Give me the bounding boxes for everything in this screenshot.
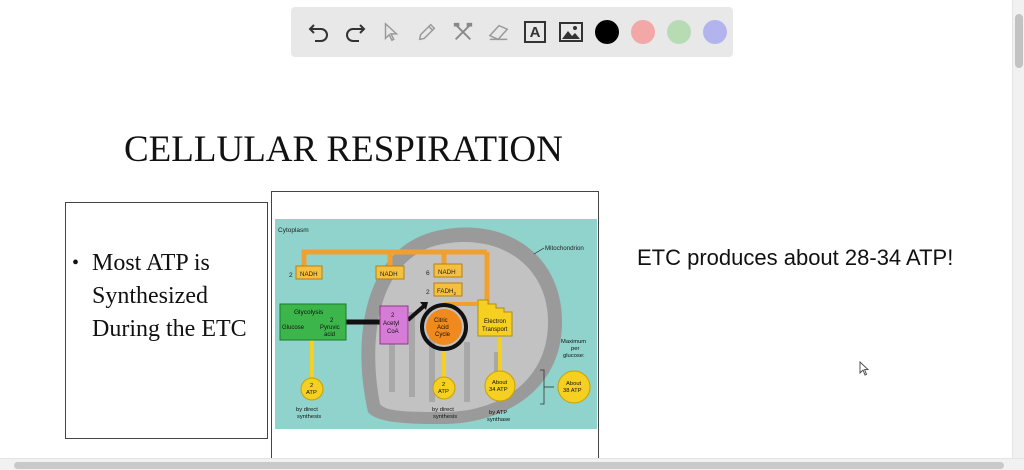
citric-acid-cycle: [426, 309, 462, 345]
select-pointer-icon: [384, 22, 399, 42]
redo-icon: [346, 24, 366, 42]
glycolysis-label: Glycolysis: [294, 309, 324, 316]
tools-button[interactable]: [445, 14, 481, 50]
about38-label-2: 38 ATP: [563, 388, 582, 394]
direct-synthesis-1a: by direct: [296, 407, 318, 413]
bullet-dot: •: [72, 252, 80, 274]
drawing-toolbar: A: [291, 7, 733, 57]
fadh-count: 2: [426, 289, 430, 296]
tools-icon: [453, 22, 473, 40]
image-button[interactable]: [553, 14, 589, 50]
atp-synthase-a: by ATP: [489, 410, 507, 416]
electron-carrier-path: [301, 249, 490, 310]
direct-synthesis-1b: synthesis: [297, 414, 321, 420]
eraser-icon: [488, 24, 509, 41]
citric-label-3: Cycle: [435, 332, 451, 338]
bullet-line-3: During the ETC: [92, 316, 247, 342]
nadh-box-2: [375, 265, 405, 280]
max-label-1: Maximum: [561, 339, 586, 345]
mitochondrion-pointer: [533, 247, 545, 255]
acetyl-label-1: Acetyl: [383, 321, 399, 327]
nadh-count-3: 6: [426, 270, 430, 277]
vertical-scrollbar[interactable]: [1012, 0, 1024, 458]
pyruvic-label-1: Pyruvic: [320, 325, 340, 331]
horizontal-scrollbar[interactable]: [0, 458, 1024, 470]
pyruvic-label-2: acid: [324, 332, 335, 338]
acetyl-count: 2: [391, 313, 395, 319]
nadh-box-3: [433, 263, 463, 278]
atp-burst-1: [300, 377, 324, 401]
atp-burst-2: [432, 376, 456, 400]
atp2-label: ATP: [438, 389, 449, 395]
undo-icon: [308, 24, 328, 42]
et-label-2: Transport: [482, 327, 508, 333]
select-button[interactable]: [373, 14, 409, 50]
max-label-3: glucose:: [563, 353, 585, 359]
vertical-scroll-thumb[interactable]: [1015, 14, 1023, 68]
text-button[interactable]: A: [517, 14, 553, 50]
about34-label-1: About: [492, 380, 508, 386]
about34-label-2: 34 ATP: [489, 387, 508, 393]
nadh-count-1: 2: [289, 272, 293, 279]
citric-cycle-ring: [420, 303, 468, 351]
acetyl-label-2: CoA: [387, 329, 399, 335]
glucose-label: Glucose: [282, 325, 305, 331]
respiration-diagram: Cytoplasm Mitochondrion 2 NADH NADH 6 NA…: [275, 219, 597, 429]
bullet-text: Most ATP is Synthesized During the ETC: [92, 247, 247, 346]
slide-title: CELLULAR RESPIRATION: [124, 129, 563, 170]
mitochondrion-label: Mitochondrion: [545, 245, 584, 252]
cytoplasm-label: Cytoplasm: [278, 227, 309, 234]
color-swatch-blue[interactable]: [703, 20, 727, 44]
et-label-1: Electron: [484, 319, 506, 325]
atp-synthase-b: synthase: [487, 417, 510, 423]
atp-burst-34: [484, 370, 516, 402]
bullet-line-2: Synthesized: [92, 283, 208, 309]
electron-transport-box: [477, 299, 513, 337]
acetyl-arrow: [406, 304, 426, 322]
redo-button[interactable]: [337, 14, 373, 50]
pyruvic-count: 2: [330, 318, 334, 324]
atp-output-lines: [310, 335, 502, 377]
pen-icon: [418, 23, 436, 41]
cristae: [389, 312, 500, 402]
atp1-label: ATP: [306, 390, 317, 396]
max-label-2: per: [571, 346, 579, 352]
respiration-figure: Cytoplasm Mitochondrion 2 NADH NADH 6 NA…: [271, 191, 599, 459]
direct-synthesis-2b: synthesis: [433, 414, 457, 420]
atp1-count: 2: [310, 383, 313, 389]
direct-synthesis-2a: by direct: [432, 407, 454, 413]
acetyl-arrow-head: [420, 302, 428, 310]
color-swatch-black[interactable]: [595, 20, 619, 44]
undo-button[interactable]: [301, 14, 337, 50]
nadh-label-1: NADH: [300, 271, 318, 278]
text-icon: A: [524, 21, 546, 43]
pen-button[interactable]: [409, 14, 445, 50]
image-icon: [559, 22, 583, 42]
bullet-point: • Most ATP is Synthesized During the ETC: [72, 247, 262, 346]
etc-note: ETC produces about 28-34 ATP!: [637, 245, 954, 270]
color-swatch-green[interactable]: [667, 20, 691, 44]
bullet-line-1: Most ATP is: [92, 250, 210, 276]
citric-label-1: Citric: [434, 318, 448, 324]
glycolysis-box: [279, 303, 347, 341]
fadh-label: FADH2: [437, 288, 457, 296]
color-swatch-red[interactable]: [631, 20, 655, 44]
nadh-label-2: NADH: [380, 271, 398, 278]
fadh-box: [433, 282, 463, 297]
mouse-cursor-icon: [859, 361, 869, 376]
atp2-count: 2: [442, 382, 445, 388]
horizontal-scroll-thumb[interactable]: [14, 462, 1004, 469]
atp-burst-38: [557, 370, 591, 404]
about38-label-1: About: [566, 381, 582, 387]
nadh-label-3: NADH: [438, 269, 456, 276]
acetyl-coa-box: [379, 305, 409, 345]
bullet-box: • Most ATP is Synthesized During the ETC: [65, 202, 268, 439]
eraser-button[interactable]: [481, 14, 517, 50]
citric-label-2: Acid: [437, 325, 449, 331]
nadh-box-1: [295, 265, 323, 280]
